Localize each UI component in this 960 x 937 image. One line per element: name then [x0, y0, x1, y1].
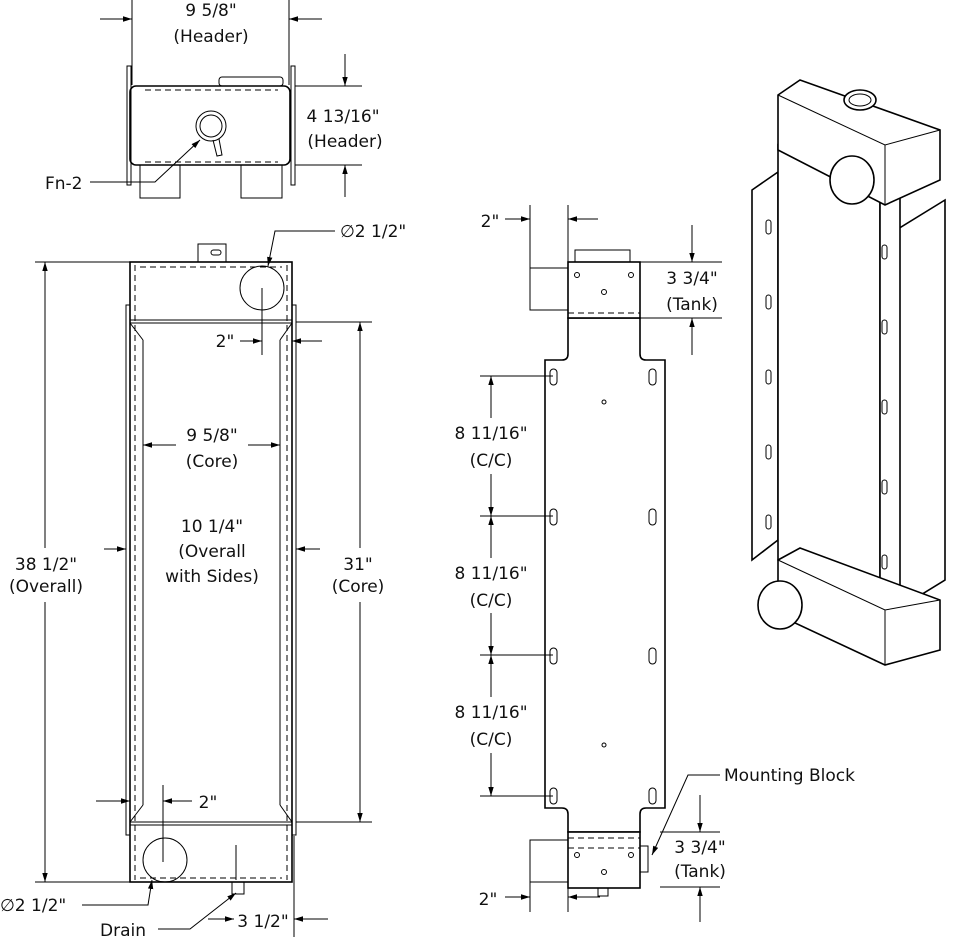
spacing-2-dim: 8 11/16": [454, 564, 527, 584]
overall-width-note2: with Sides): [165, 567, 259, 587]
core-height-note: (Core): [332, 577, 385, 597]
tank-top-dim: 3 3/4": [666, 269, 717, 289]
iso-slots: [765, 219, 888, 570]
pipe-depth-top-dim: 2": [481, 212, 500, 232]
side-fill-neck: [574, 249, 631, 263]
radiator-body: [129, 261, 293, 883]
side-plate-left: [125, 304, 131, 836]
front-view: 38 1/2" (Overall) 31" (Core) 9 5/8" (Cor…: [0, 222, 406, 937]
mounting-block-label: Mounting Block: [724, 766, 855, 786]
tank-bottom-note: (Tank): [674, 862, 726, 882]
core-width-dim: 9 5/8": [186, 426, 237, 446]
drain-label: Drain: [100, 921, 146, 937]
core-width-note: (Core): [186, 452, 239, 472]
drain-offset-dim: 3 1/2": [237, 912, 288, 932]
side-plate-right: [291, 304, 297, 836]
iso-top-tank: [777, 79, 941, 206]
side-outlet-pipe: [529, 839, 569, 883]
iso-fill-neck: [843, 89, 877, 111]
spacing-2-note: (C/C): [470, 591, 513, 611]
iso-outlet-pipe: [757, 580, 803, 630]
inlet-offset-dim: 2": [216, 332, 235, 352]
iso-left-bracket: [751, 170, 779, 562]
overall-height-note: (Overall): [9, 577, 83, 597]
iso-inlet-pipe: [829, 155, 875, 205]
pipe-right: [240, 164, 283, 199]
fn2-label: Fn-2: [45, 174, 83, 194]
bottom-tank: [567, 831, 641, 889]
spacing-3-dim: 8 11/16": [454, 703, 527, 723]
side-flange-right: [290, 65, 296, 186]
outlet-diameter-dim: ∅2 1/2": [0, 896, 66, 916]
overall-width-dim: 10 1/4": [181, 517, 243, 537]
header-box: [129, 85, 291, 166]
iso-core-face: [777, 143, 881, 617]
spacing-1-dim: 8 11/16": [454, 424, 527, 444]
tank-bottom-dim: 3 3/4": [674, 838, 725, 858]
outlet-offset-dim: 2": [199, 793, 218, 813]
core-height-dim: 31": [343, 555, 372, 575]
spacing-3-note: (C/C): [470, 730, 513, 750]
side-view: 2" 3 3/4" (Tank) 8 11/16" (C/C) 8 11/16"…: [454, 205, 855, 922]
side-flange-left: [126, 65, 132, 186]
fill-neck-icon: [195, 110, 227, 142]
header-height-note: (Header): [307, 132, 382, 152]
header-width-note: (Header): [173, 27, 248, 47]
cap-tab: [218, 76, 284, 87]
pipe-depth-bottom-dim: 2": [479, 890, 498, 910]
header-height-dim: 4 13/16": [306, 107, 379, 127]
spacing-1-note: (C/C): [470, 451, 513, 471]
side-inlet-pipe: [529, 267, 569, 311]
top-view: Fn-2 9 5/8" (Header) 4 13/16" (Header): [45, 0, 383, 199]
mounting-slots: [549, 368, 657, 805]
header-width-dim: 9 5/8": [185, 1, 236, 21]
mounting-block: [639, 845, 649, 873]
overall-width-note1: (Overall: [178, 542, 245, 562]
overall-height-dim: 38 1/2": [15, 555, 77, 575]
isometric-view: [751, 79, 946, 666]
outlet-pipe: [142, 837, 188, 883]
fill-neck: [197, 243, 227, 263]
fn2-leader: [90, 139, 201, 183]
drain-fitting: [231, 881, 245, 895]
inlet-diameter-dim: ∅2 1/2": [340, 222, 406, 242]
mounting-plate: [544, 317, 666, 833]
tank-top-note: (Tank): [666, 295, 718, 315]
